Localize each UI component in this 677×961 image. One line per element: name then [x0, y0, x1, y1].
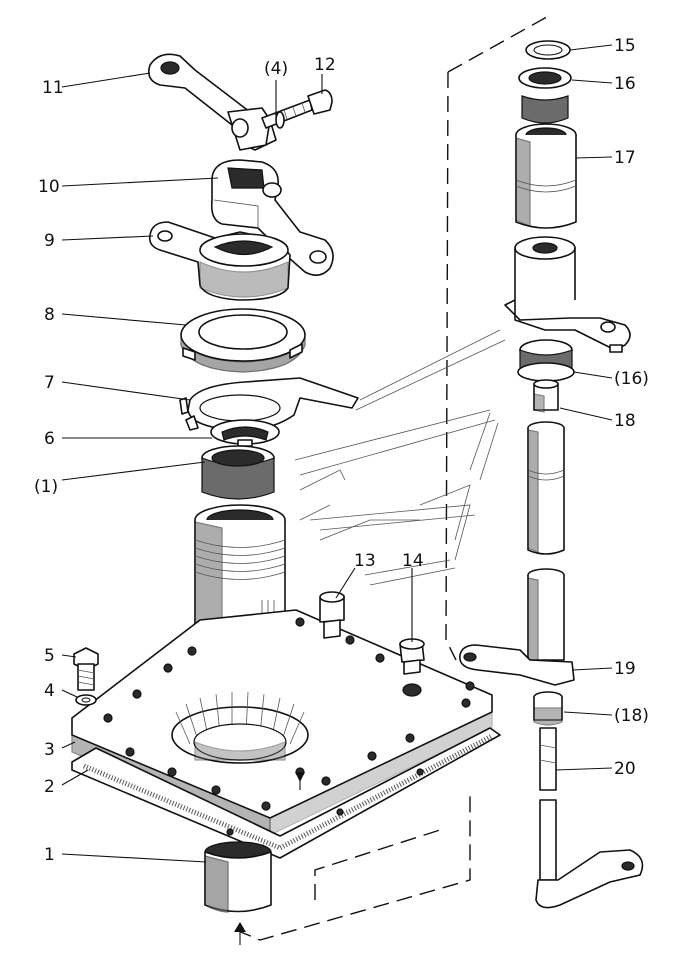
part-11-lever-arm: [147, 53, 277, 151]
part-13-plug: [319, 591, 345, 639]
label-8: 8: [44, 305, 55, 325]
label-17: 17: [614, 148, 636, 168]
label-15: 15: [614, 36, 636, 56]
label-12: 12: [314, 55, 336, 75]
leader-lines: [61, 44, 613, 863]
label-16: 16: [614, 74, 636, 94]
part-9-lever-boss: [148, 221, 291, 301]
bevel-gear: [171, 691, 309, 764]
part-17-sleeve: [515, 123, 577, 229]
part-19-lever: [459, 644, 575, 686]
callout-labels: 11 (4) 12 10 9 8 7 6 (1) 13 14 5 4 3 2 1…: [34, 36, 649, 865]
part-1p-bearing: [201, 445, 275, 500]
part-8-nut-ring: [180, 308, 306, 373]
label-19: 19: [614, 659, 636, 679]
label-3: 3: [44, 740, 55, 760]
part-10-clamp: [210, 159, 334, 276]
label-4-paren: (4): [264, 59, 288, 79]
part-16-washer: [518, 67, 572, 124]
label-18-paren: (18): [614, 706, 649, 726]
part-5-bolt: [73, 647, 99, 691]
label-9: 9: [44, 231, 55, 251]
label-7: 7: [44, 373, 55, 393]
part-12-bolt: [261, 89, 333, 129]
label-14: 14: [402, 551, 424, 571]
part-14-plug: [399, 638, 425, 675]
guide-lines: [235, 16, 546, 941]
label-10: 10: [38, 177, 60, 197]
label-1: 1: [44, 845, 55, 865]
label-11: 11: [42, 78, 64, 98]
part-16p-washer: [517, 339, 575, 382]
part-7-lock-washer: [179, 377, 359, 432]
label-4: 4: [44, 681, 55, 701]
part-4-washer: [75, 694, 97, 706]
middle-shaft: [527, 421, 565, 661]
part-6-ring: [210, 419, 280, 447]
part-15-clip: [525, 40, 571, 60]
label-13: 13: [354, 551, 376, 571]
part-17-lever: [504, 236, 631, 353]
label-16-paren: (16): [614, 369, 649, 389]
arrow-up-icon: [295, 772, 305, 790]
label-6: 6: [44, 429, 55, 449]
label-1-paren: (1): [34, 477, 58, 497]
label-18: 18: [614, 411, 636, 431]
label-20: 20: [614, 759, 636, 779]
part-18p-bushing: [533, 691, 563, 726]
label-5: 5: [44, 646, 55, 666]
label-2: 2: [44, 777, 55, 797]
part-1-sleeve: [204, 841, 272, 945]
part-20-crank-shaft: [535, 727, 644, 909]
part-18-bushing: [533, 379, 559, 413]
